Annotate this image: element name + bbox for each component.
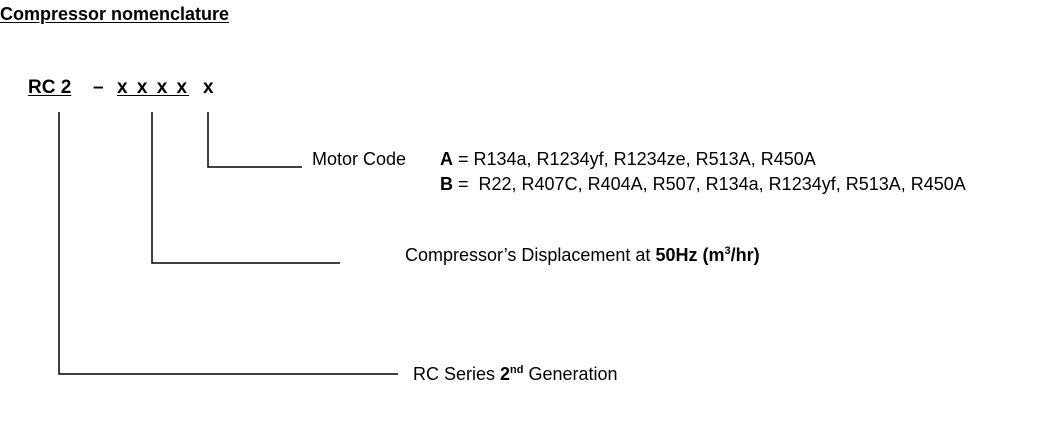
motor-option-b-refrigerants: R22, R407C, R404A, R507, R134a, R1234yf,…	[478, 174, 966, 194]
displacement-connector	[151, 112, 340, 264]
motor-option-b: B = R22, R407C, R404A, R507, R134a, R123…	[440, 174, 966, 195]
series-text: RC Series	[413, 364, 501, 384]
displacement-unit-open: (m	[697, 245, 725, 265]
series-label: RC Series 2nd Generation	[413, 364, 618, 385]
motor-code-label: Motor Code	[312, 149, 407, 169]
page-title: Compressor nomenclature	[0, 4, 230, 24]
series-sup: nd	[510, 364, 524, 376]
series-connector	[58, 112, 398, 375]
displacement-placeholder: x x x x	[117, 77, 190, 98]
displacement-unit-close: /hr)	[730, 245, 760, 265]
series-prefix: RC 2	[28, 77, 72, 98]
motor-option-a-key: A	[440, 149, 453, 169]
motor-code-placeholder: x	[203, 77, 214, 98]
displacement-freq: 50Hz	[655, 245, 698, 265]
displacement-unit-sup: 3	[724, 245, 731, 257]
motor-option-a-refrigerants: R134a, R1234yf, R1234ze, R513A, R450A	[473, 149, 816, 169]
motor-option-a-sep: =	[453, 149, 474, 169]
series-suffix: Generation	[523, 364, 618, 384]
displacement-label: Compressor’s Displacement at 50Hz (m3/hr…	[405, 245, 760, 266]
motor-option-b-key: B	[440, 174, 453, 194]
motor-option-a: A = R134a, R1234yf, R1234ze, R513A, R450…	[440, 149, 816, 170]
series-num: 2	[500, 364, 511, 384]
displacement-text: Compressor’s Displacement at	[405, 245, 656, 265]
code-dash: –	[93, 77, 104, 98]
motor-option-b-sep: =	[453, 174, 479, 194]
motor-connector	[207, 112, 302, 168]
